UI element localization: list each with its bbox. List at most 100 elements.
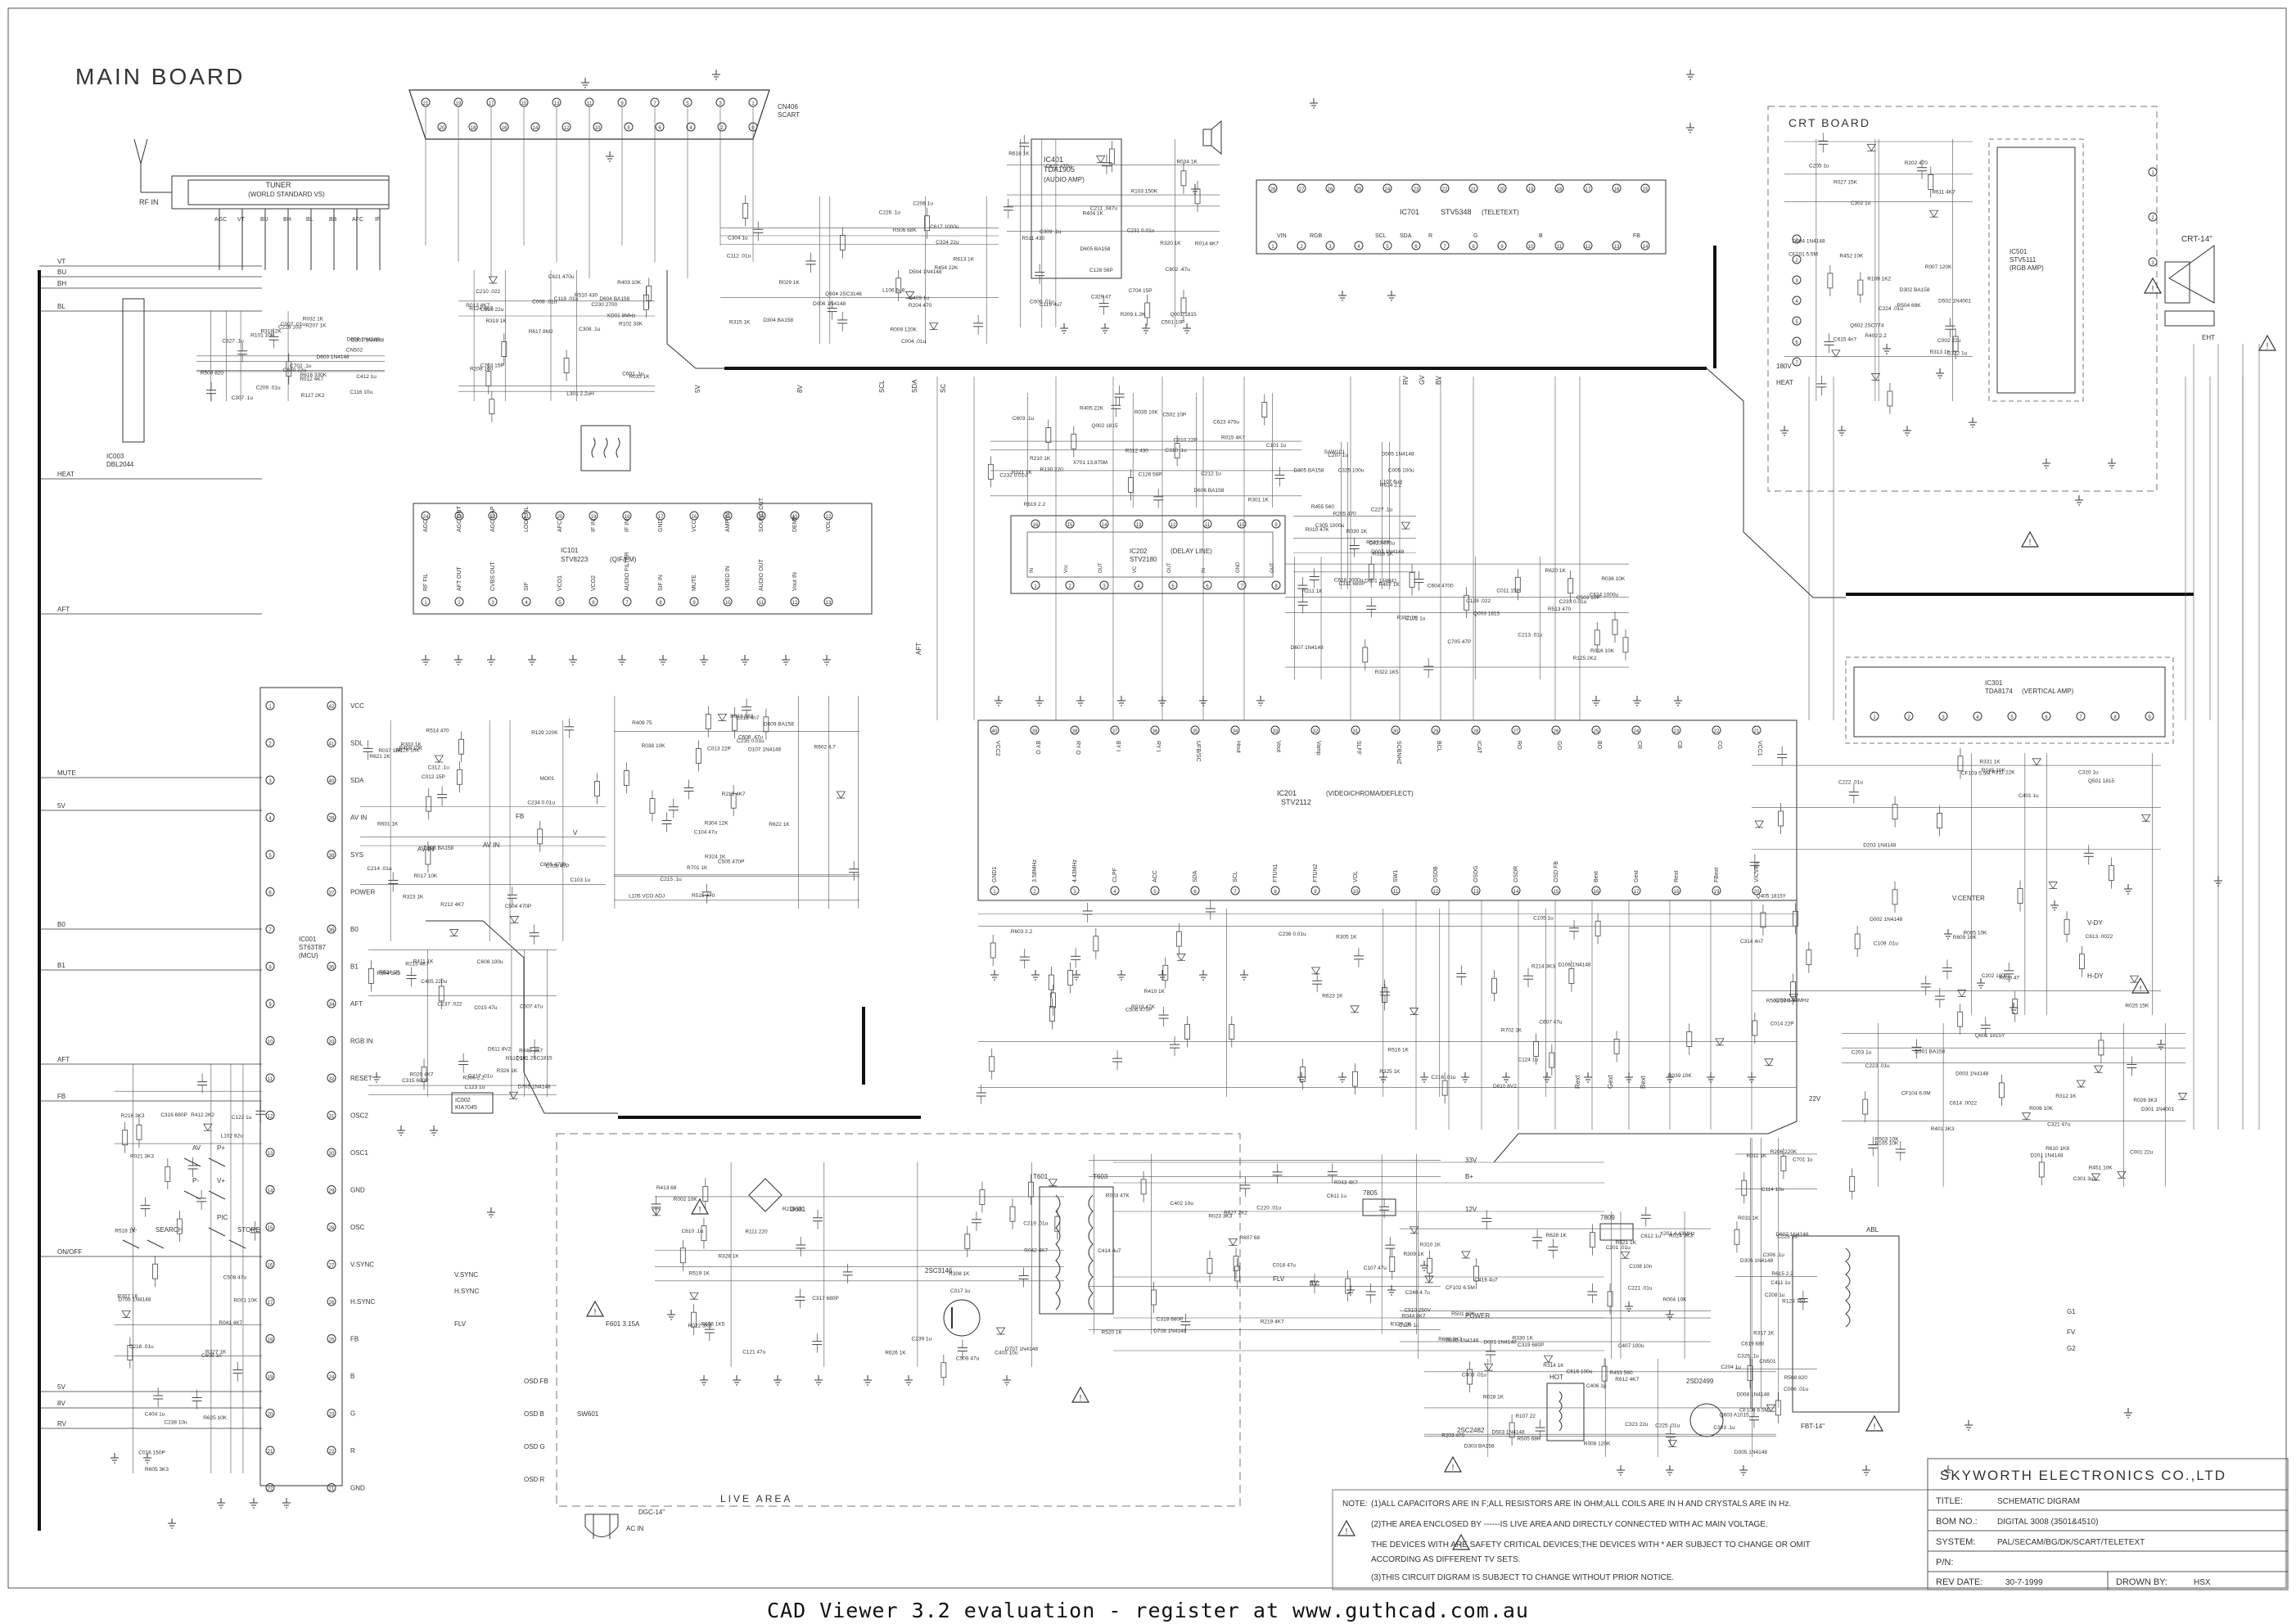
scart-pin — [530, 122, 540, 132]
component-ref: C326 .1u — [1737, 1353, 1759, 1359]
mcu-pin-label: GND — [350, 1187, 365, 1194]
component-ref: C310 .1u — [1165, 448, 1187, 453]
ic201-pin — [990, 725, 999, 735]
ic101-pin-num: 12 — [826, 515, 832, 520]
ic101-pin — [723, 597, 733, 607]
component-ref: R219 4K7 — [1261, 1320, 1284, 1325]
component-ref: C304 1u — [728, 236, 748, 241]
component-ref: C232 0.01u — [999, 473, 1027, 479]
component-ref: D708 1N4148 — [1153, 1329, 1186, 1334]
scart-pin-num: 2 — [720, 126, 724, 131]
component-ref: R518 1K — [115, 1228, 136, 1234]
mcu-pin-left-num: 11 — [268, 1077, 273, 1082]
component-ref: R124 4K7 — [469, 306, 493, 312]
ic701-pin — [1297, 241, 1306, 250]
component-ref: R042 4K7 — [1024, 1248, 1048, 1254]
ic201-bottom-label: SCL — [1233, 871, 1238, 882]
scart-pins: 2120191817161514131211109876543210 — [421, 97, 758, 132]
ic701-pin-num: 16 — [1614, 187, 1620, 192]
ic301-pin-num: 7 — [2079, 715, 2082, 720]
component-ref: R021 3K3 — [130, 1154, 154, 1160]
component-ref: R601 1K — [377, 822, 399, 828]
component-ref: C102 1u — [1405, 616, 1426, 622]
mcu-pin-label: R — [350, 1447, 355, 1455]
ic201-top-label: VCC1 — [1757, 741, 1762, 756]
component-ref: R505 68K — [1517, 1436, 1541, 1441]
ic201-bottom-label: CLPF — [1112, 868, 1118, 882]
ic701-pin — [1468, 241, 1478, 250]
ic101-ref: IC101 — [561, 547, 579, 554]
component-ref: R617 8M2 — [529, 329, 553, 335]
component-ref: R107 22 — [1515, 1414, 1536, 1419]
notes-prefix: NOTE: — [1342, 1500, 1368, 1509]
component-ref: C319 680P — [1518, 1342, 1545, 1348]
ic101-pin-label: Vout IN — [792, 572, 798, 591]
component-ref: R130 220 — [1040, 467, 1064, 472]
ic201-pin-num: 40 — [992, 729, 998, 734]
scart-pin-num: 14 — [533, 126, 539, 131]
ic201-top-label: BY I — [1115, 741, 1121, 751]
ic301-ref: IC301 — [1985, 679, 2003, 687]
component-ref: C212 1u — [1201, 471, 1221, 477]
component-ref: R701 1K — [687, 865, 708, 871]
mcu-pin-label: SDL — [350, 740, 363, 747]
ic201-bottom-label: Rext — [1674, 871, 1680, 882]
mcu-pin-left — [265, 1297, 275, 1306]
ic201-pin-num: 13 — [1473, 890, 1479, 895]
ic701-pin-num: 20 — [1500, 187, 1505, 192]
component-ref: C122 1u — [232, 1115, 252, 1121]
mcu-pin-left — [265, 887, 275, 896]
scart-pin-num: 21 — [423, 102, 429, 106]
component-ref: R626 1K — [885, 1351, 906, 1356]
mcu-pin-right-num: 39 — [329, 817, 335, 822]
signal-label: V — [573, 829, 578, 837]
component-ref: C204 1u — [1721, 1365, 1741, 1370]
ic201-pin-num: 20 — [1754, 890, 1760, 895]
component-ref: R321 1K — [1012, 470, 1033, 476]
component-ref: D706 1N4148 — [118, 1297, 151, 1302]
ic201-top-label: RO — [1516, 741, 1522, 750]
component-ref: C230 2700 — [591, 302, 617, 308]
ic201-pin-num: 3 — [1073, 890, 1076, 895]
mcu-pin-left — [265, 999, 275, 1008]
component-ref: C620 22u — [283, 368, 307, 373]
ic201-top-label: CR — [1636, 741, 1642, 749]
ic701-pin — [1612, 241, 1622, 250]
ic202-pin — [1237, 519, 1247, 529]
signal-label: FV — [2067, 1329, 2076, 1336]
ic201-top-label: Vout — [1275, 741, 1281, 752]
signal-label: OSD FB — [524, 1378, 548, 1385]
mcu-pin-right-num: 25 — [329, 1338, 335, 1343]
ic101-pin — [488, 511, 498, 521]
component-ref: R102 33K — [619, 322, 643, 327]
ic202-pin — [1237, 580, 1247, 590]
ic201-pin-num: 28 — [1473, 729, 1479, 734]
ic202-pin-label: GND — [1236, 562, 1241, 573]
key-label: P+ — [217, 1144, 225, 1152]
power-part-label: D601 — [790, 1206, 806, 1213]
signal-label: OSD R — [524, 1476, 545, 1483]
component-ref: R620 1K — [1545, 568, 1567, 574]
component-ref: C124 1u — [1518, 1057, 1538, 1062]
mcu-pin-right-num: 42 — [329, 705, 335, 710]
live-area-label: LIVE AREA — [720, 1493, 792, 1504]
ic202-pin — [1031, 519, 1040, 529]
ic201-pin — [1070, 886, 1080, 895]
scart-pin-num: 4 — [689, 126, 692, 131]
component-ref: C240 4.7u — [1405, 1290, 1430, 1296]
ic701-pin-num: 11 — [1557, 245, 1563, 250]
tb-pn-label: P/N: — [1936, 1558, 1953, 1568]
scart-ref: CN406 — [778, 103, 798, 111]
signal-label: ABL — [1866, 1226, 1879, 1234]
component-ref: C010 22P — [1174, 438, 1198, 444]
component-ref: C608 100u — [477, 959, 503, 965]
route-outline-3 — [1493, 900, 1798, 1163]
component-ref: C502 10P — [1162, 412, 1186, 417]
mcu-pin-label: V.SYNC — [350, 1261, 374, 1269]
component-ref: C325 100u — [1338, 468, 1365, 474]
component-ref: Q501 1815 — [2088, 778, 2115, 784]
component-ref: R017 10K — [413, 873, 438, 879]
ic701-pin-num: 23 — [1414, 187, 1419, 192]
component-ref: R210 1K — [1030, 456, 1051, 462]
